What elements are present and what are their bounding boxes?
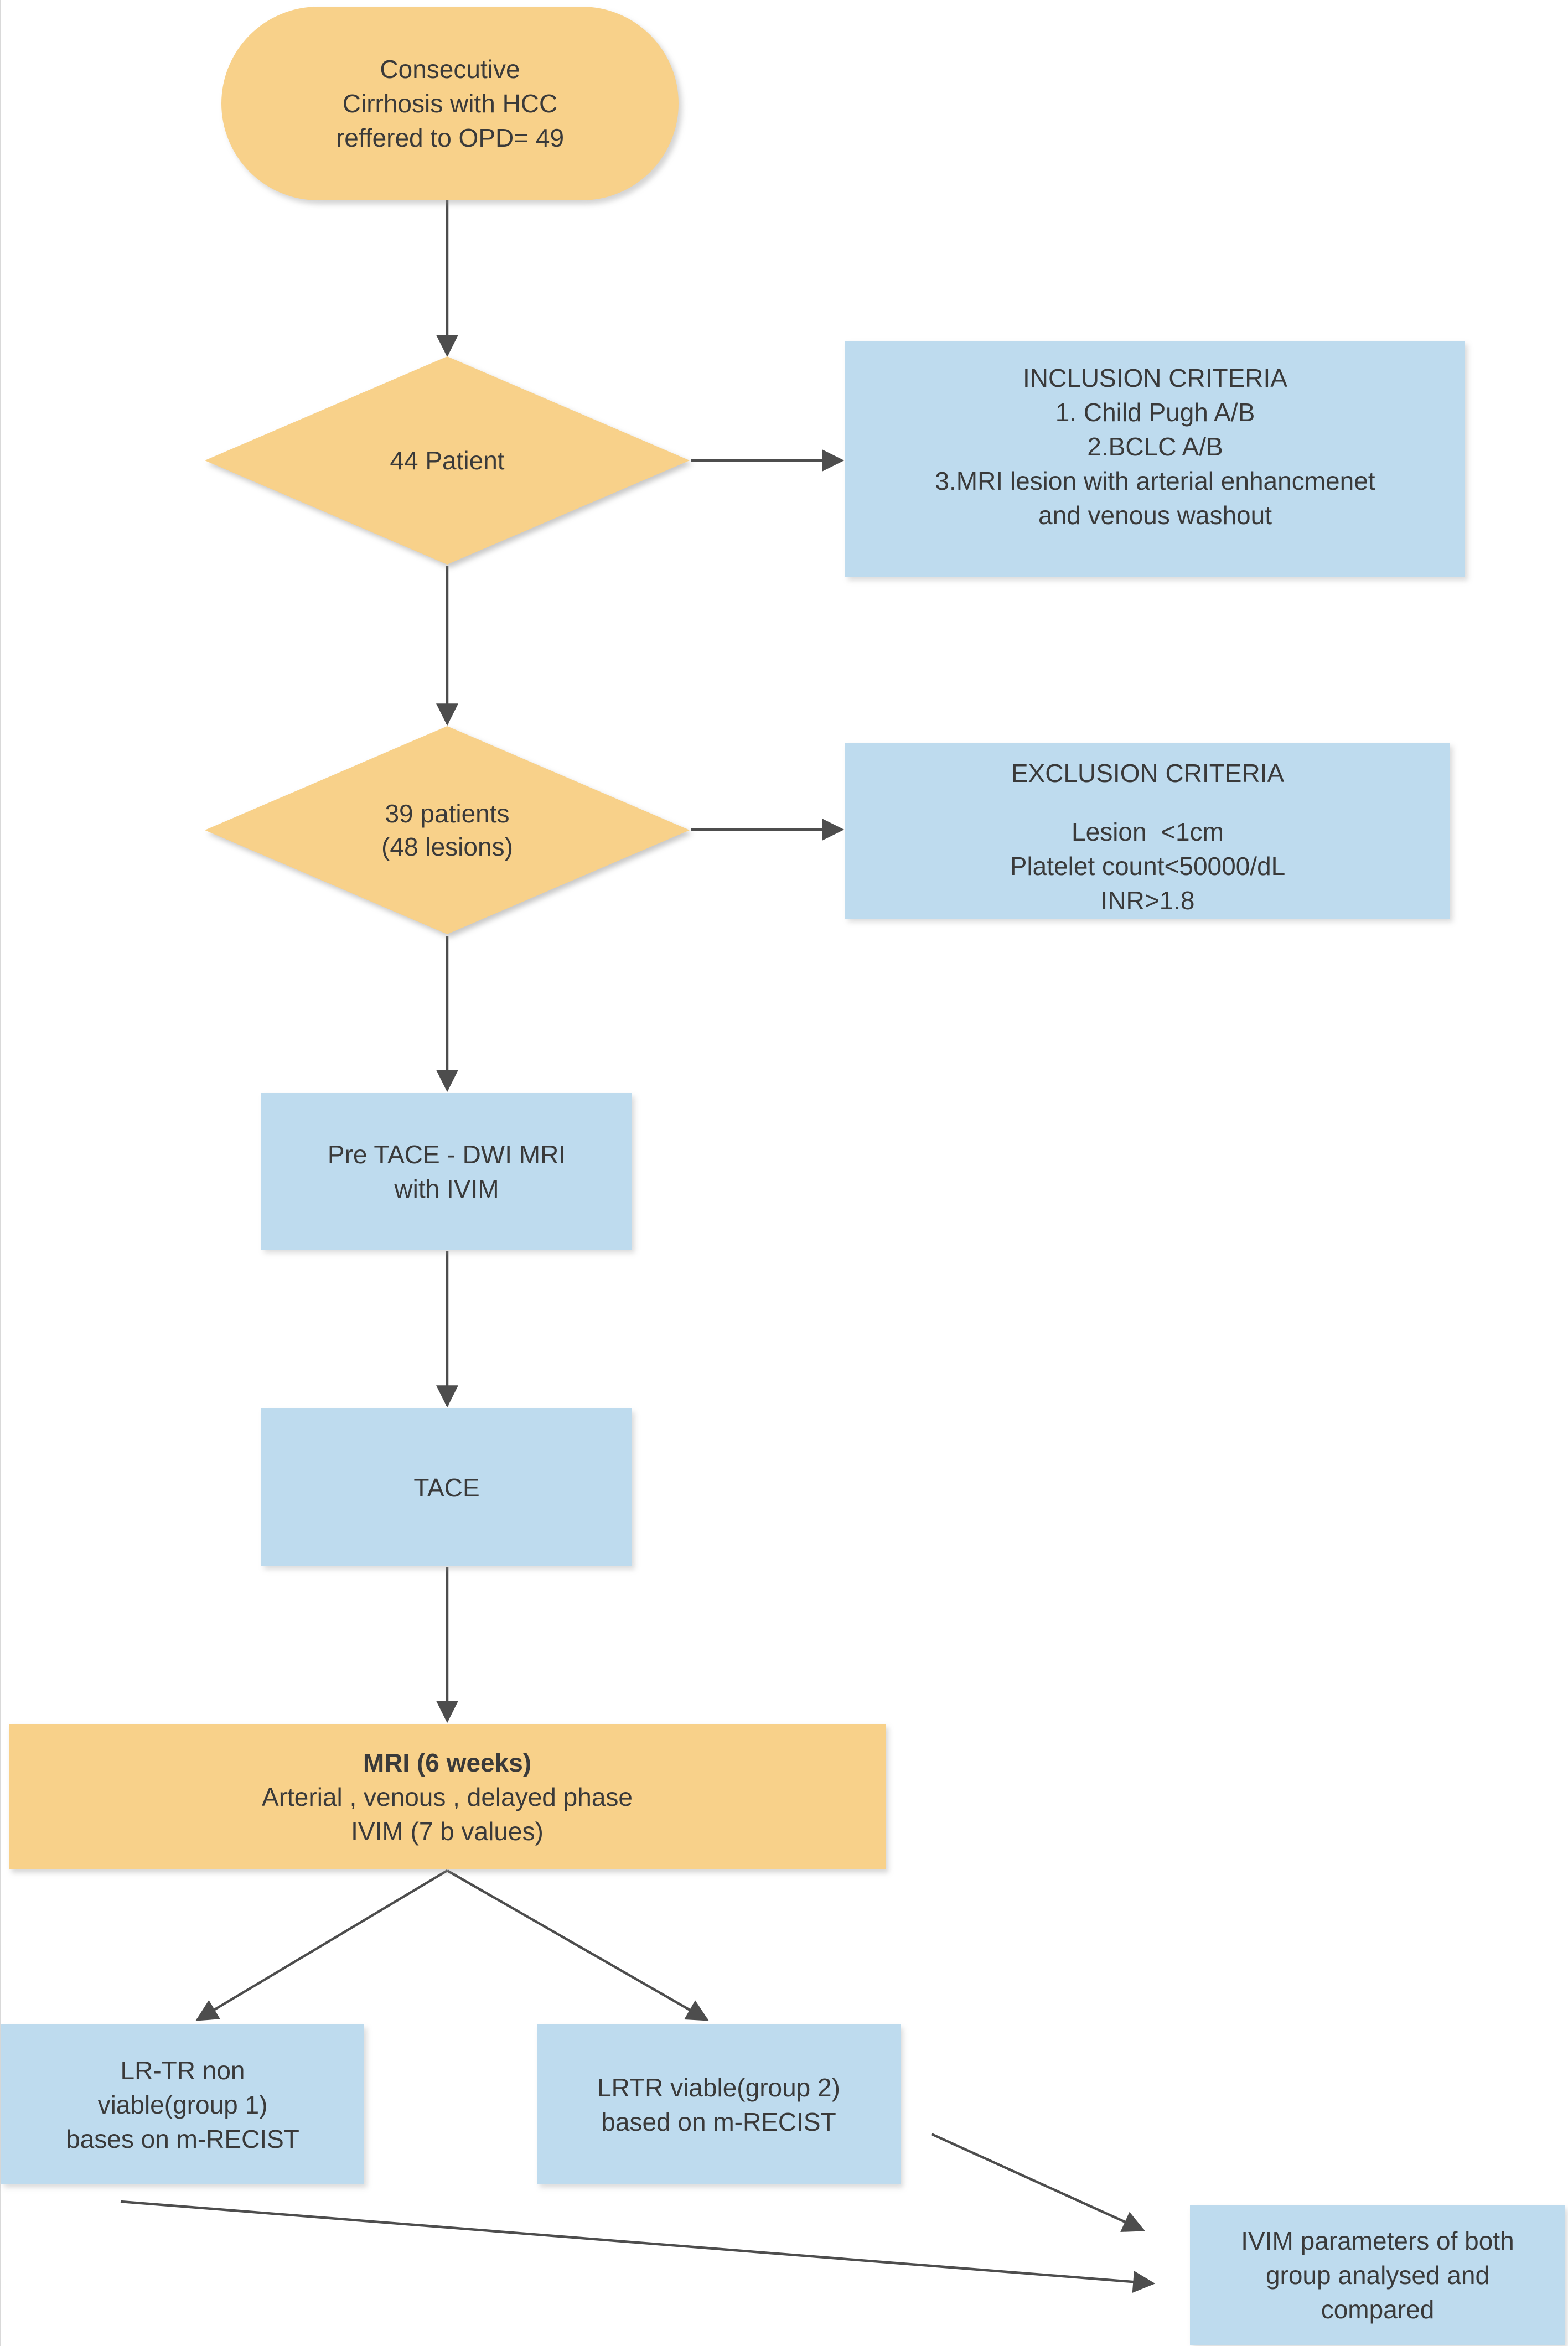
- node-start: Consecutive Cirrhosis with HCC reffered …: [221, 7, 679, 200]
- node-tace: TACE: [261, 1408, 632, 1566]
- mri-line: IVIM (7 b values): [351, 1816, 544, 1846]
- group1-line: bases on m-RECIST: [66, 2124, 299, 2153]
- group1-line: LR-TR non: [120, 2055, 245, 2085]
- exclusion-heading: EXCLUSION CRITERIA: [1011, 759, 1285, 788]
- node-decision-44-patients: 44 Patient: [205, 356, 690, 565]
- node-start-line: Cirrhosis with HCC: [342, 89, 558, 118]
- node-group2-lrtr-viable: LRTR viable(group 2) based on m-RECIST: [537, 2024, 901, 2184]
- pretace-line: Pre TACE - DWI MRI: [327, 1140, 566, 1169]
- decision-39-line: 39 patients: [385, 799, 510, 828]
- exclusion-item: INR>1.8: [1100, 886, 1195, 915]
- arrow-mri-to-group1: [195, 1869, 448, 2021]
- decision-39-line: (48 lesions): [381, 832, 513, 861]
- outcome-line: compared: [1321, 2295, 1435, 2324]
- group1-line: viable(group 1): [97, 2090, 268, 2119]
- tace-label: TACE: [413, 1473, 480, 1502]
- inclusion-item: 2.BCLC A/B: [1087, 432, 1223, 461]
- outcome-line: group analysed and: [1265, 2261, 1490, 2290]
- inclusion-item: 3.MRI lesion with arterial enhancmenet: [935, 467, 1375, 495]
- exclusion-item: Platelet count<50000/dL: [1010, 852, 1286, 881]
- mri-heading: MRI (6 weeks): [363, 1748, 532, 1777]
- group2-line: LRTR viable(group 2): [597, 2073, 840, 2102]
- inclusion-item: and venous washout: [1038, 501, 1272, 530]
- outcome-line: IVIM parameters of both: [1241, 2226, 1514, 2255]
- node-mri-6-weeks: MRI (6 weeks) Arterial , venous , delaye…: [9, 1724, 886, 1869]
- node-exclusion-criteria: EXCLUSION CRITERIA Lesion <1cm Platelet …: [845, 743, 1450, 919]
- node-decision-39-patients: 39 patients (48 lesions): [205, 726, 690, 934]
- pretace-line: with IVIM: [394, 1174, 499, 1203]
- node-outcome-ivim-analysis: IVIM parameters of both group analysed a…: [1190, 2205, 1565, 2345]
- arrow-mri-to-group2: [446, 1869, 709, 2021]
- decision-44-label: 44 Patient: [390, 446, 505, 475]
- node-inclusion-criteria: INCLUSION CRITERIA 1. Child Pugh A/B 2.B…: [845, 341, 1465, 577]
- exclusion-item: Lesion <1cm: [1072, 817, 1224, 846]
- node-pre-tace-dwi-mri: Pre TACE - DWI MRI with IVIM: [261, 1093, 632, 1250]
- node-start-line: reffered to OPD= 49: [335, 123, 565, 152]
- node-start-line: Consecutive: [380, 55, 520, 84]
- node-group1-lrtr-nonviable: LR-TR non viable(group 1) bases on m-REC…: [1, 2024, 364, 2184]
- page-left-border: [0, 0, 1, 2346]
- inclusion-item: 1. Child Pugh A/B: [1055, 398, 1255, 427]
- inclusion-heading: INCLUSION CRITERIA: [1023, 364, 1287, 392]
- arrow-group2-to-outcome: [931, 2132, 1145, 2232]
- mri-line: Arterial , venous , delayed phase: [262, 1782, 633, 1811]
- group2-line: based on m-RECIST: [601, 2107, 836, 2136]
- arrow-group1-to-outcome: [120, 2200, 1156, 2293]
